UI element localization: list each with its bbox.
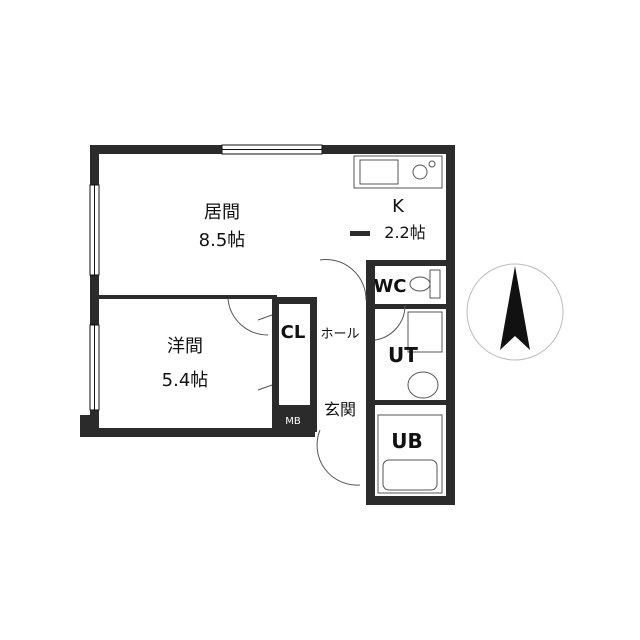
room-living-size: 8.5帖 — [199, 230, 246, 251]
room-kitchen-size: 2.2帖 — [384, 223, 425, 242]
room-living-name: 居間 — [204, 202, 240, 223]
washbasin-icon — [407, 311, 443, 399]
room-meterbox-name: MB — [285, 416, 301, 427]
interior-walls — [99, 231, 446, 432]
room-western-name: 洋間 — [167, 336, 203, 357]
closet-door-icon — [257, 314, 273, 391]
room-western-size: 5.4帖 — [162, 370, 209, 391]
room-hall-name: ホール — [320, 327, 359, 342]
room-wc-name: WC — [373, 276, 406, 297]
north-arrow-icon — [466, 263, 564, 361]
room-kitchen-name: K — [392, 196, 405, 217]
room-bath-name: UB — [391, 429, 422, 453]
kitchen-sink-icon — [353, 155, 443, 189]
room-closet-name: CL — [281, 322, 306, 343]
toilet-icon — [409, 269, 441, 299]
bathtub-icon — [377, 414, 443, 494]
door-swings — [227, 259, 406, 486]
room-entrance-name: 玄関 — [324, 400, 356, 419]
room-utility-name: UT — [388, 343, 418, 367]
windows — [89, 144, 323, 411]
